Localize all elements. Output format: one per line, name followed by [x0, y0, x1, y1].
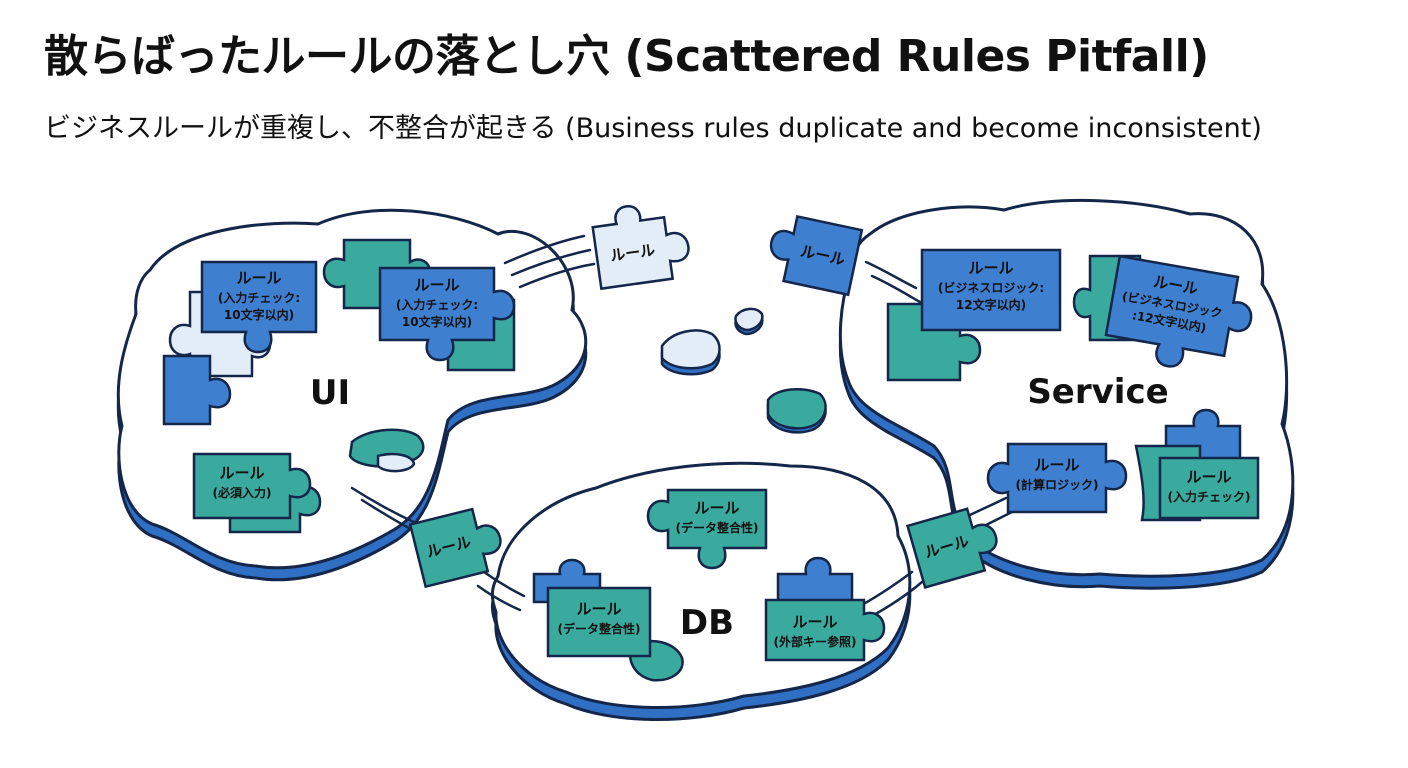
floating-islets [629, 307, 827, 682]
rule-ui-input-check-2-line1: (入力チェック: [396, 297, 478, 312]
line-db-left-1 [482, 570, 526, 598]
line-ui-top-2 [510, 248, 592, 277]
rule-db-fk-title: ルール [792, 613, 837, 631]
rule-ui-input-check-2-shape [378, 266, 516, 362]
rule-service-calc-title: ルール [1034, 456, 1079, 474]
rule-db-fk: ルール (外部キー参照) [764, 598, 886, 662]
rule-service-biz-1-line2: 12文字以内) [956, 297, 1026, 312]
rule-db-fk-line1: (外部キー参照) [774, 634, 857, 649]
rule-service-biz-1-shape [920, 248, 1062, 332]
rule-ui-input-check-1-title: ルール [236, 269, 281, 287]
floating-piece-bridge-ui-db-shape [408, 507, 502, 589]
rule-ui-input-check-2-title: ルール [414, 276, 459, 294]
piece-db-blue-back2 [776, 556, 854, 606]
line-ui-top-3 [518, 262, 596, 289]
rule-ui-input-check-2-line2: 10文字以内) [402, 314, 472, 329]
page-title: 散らばったルールの落とし穴 (Scattered Rules Pitfall) [44, 31, 1209, 82]
rule-db-integrity-2: ルール (データ整合性) [546, 586, 652, 658]
rule-ui-input-check-1-line2: 10文字以内) [224, 307, 294, 322]
rule-service-calc-line1: (計算ロジック) [1016, 477, 1099, 492]
line-ui-top-1 [503, 234, 586, 265]
rule-ui-required-line1: (必須入力) [213, 485, 272, 500]
rule-ui-required: ルール (必須入力) [192, 452, 312, 520]
rule-db-fk-shape [764, 598, 886, 662]
islet-center-teal [766, 387, 827, 430]
island-db-label: DB [680, 603, 734, 643]
rule-ui-input-check-1-line1: (入力チェック: [218, 290, 300, 305]
page-subtitle: ビジネスルールが重複し、不整合が起きる (Business rules dupl… [44, 113, 1262, 144]
islet-center-small [734, 307, 764, 332]
rule-ui-input-check-1: ルール (入力チェック: 10文字以内) [200, 260, 318, 354]
rule-ui-required-title: ルール [219, 464, 264, 482]
line-svc-top-2 [870, 274, 922, 304]
line-ui-db-1 [350, 486, 420, 526]
rule-db-integrity-2-line1: (データ整合性) [558, 621, 641, 636]
rule-ui-input-check-2: ルール (入力チェック: 10文字以内) [378, 266, 516, 362]
rule-ui-input-check-1-shape [200, 260, 318, 354]
rule-ui-required-shape [192, 452, 312, 520]
rule-service-input-check-line1: (入力チェック) [1168, 489, 1251, 504]
floating-piece-top-right-shape [769, 214, 864, 297]
rule-db-integrity-1-title: ルール [694, 499, 739, 517]
rule-service-biz-2-shape [1104, 254, 1253, 368]
floating-piece-bridge-ui-db: ルール [408, 507, 502, 589]
floating-piece-top-right: ルール [769, 214, 864, 297]
rule-service-biz-1-line1: (ビジネスロジック: [938, 280, 1044, 295]
rule-service-calc-shape [986, 442, 1128, 514]
rule-service-input-check-shape [1158, 456, 1260, 520]
rule-db-integrity-2-title: ルール [576, 600, 621, 618]
rule-db-integrity-1: ルール (データ整合性) [646, 488, 768, 570]
floating-piece-top-center: ルール [591, 205, 690, 291]
rule-service-calc: ルール (計算ロジック) [986, 442, 1128, 514]
rule-service-biz-1-title: ルール [968, 259, 1013, 277]
floating-piece-bridge-db-service-shape [905, 507, 998, 589]
line-svc-bridge-1 [966, 496, 1008, 518]
floating-piece-bridge-db-service: ルール [905, 507, 998, 589]
ui-hole-light [376, 452, 416, 473]
rule-service-input-check: ルール (入力チェック) [1158, 456, 1260, 520]
piece-ui-blue-left [162, 354, 232, 426]
rule-db-integrity-1-shape [646, 488, 768, 570]
rule-service-input-check-title: ルール [1186, 468, 1231, 486]
islet-center-large [660, 329, 721, 370]
rule-db-integrity-1-line1: (データ整合性) [676, 520, 759, 535]
rule-service-biz-2: ルール (ビジネスロジック :12文字以内) [1104, 254, 1253, 368]
rule-db-integrity-2-shape [546, 586, 652, 658]
rule-service-biz-1: ルール (ビジネスロジック: 12文字以内) [920, 248, 1062, 332]
floating-piece-top-center-shape [591, 205, 690, 291]
island-service-label: Service [1027, 372, 1168, 412]
line-db-left-2 [476, 584, 522, 612]
island-ui-label: UI [310, 373, 350, 413]
line-svc-top-1 [864, 260, 918, 290]
